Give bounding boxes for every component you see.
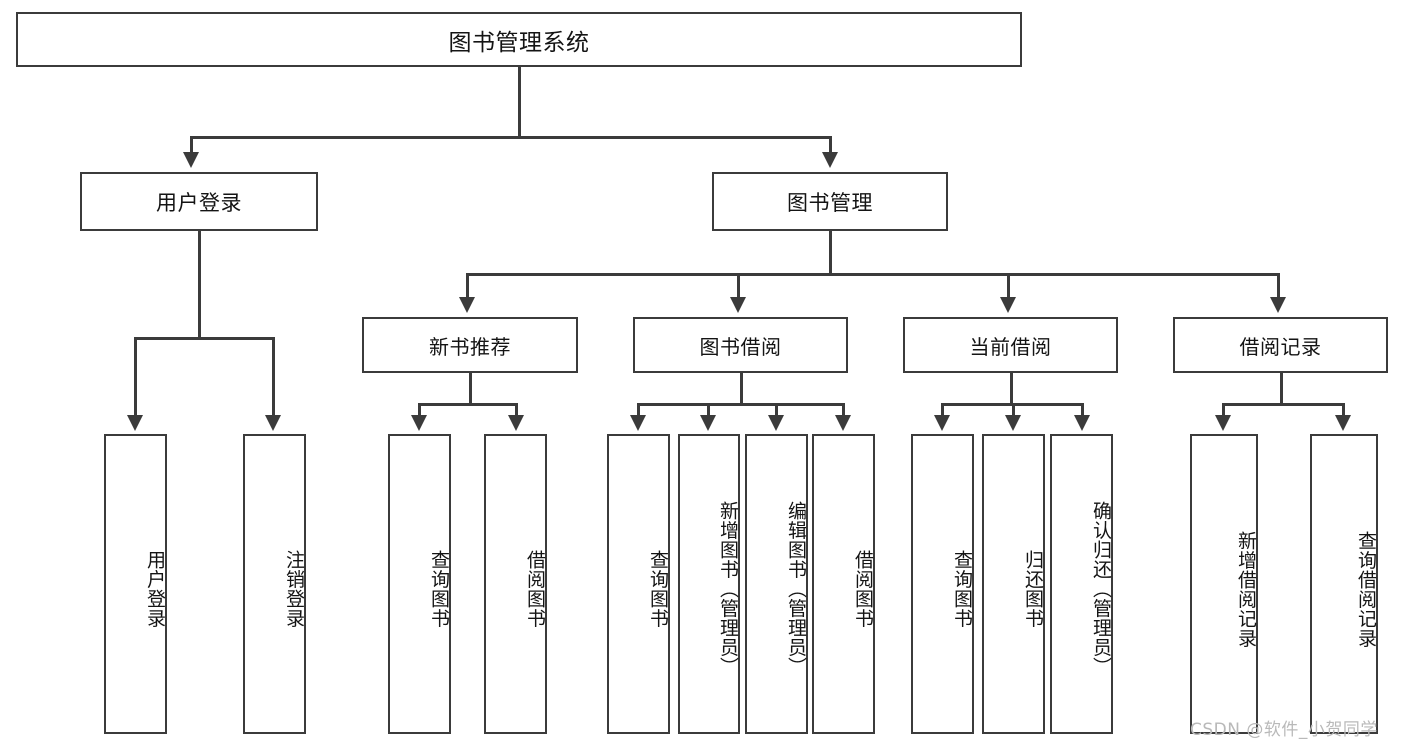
node-label: 编辑图书（管理员）	[785, 501, 807, 677]
node-borrow-record[interactable]: 借阅记录	[1173, 317, 1388, 373]
connector-book-borrow-drop-2	[707, 403, 710, 417]
node-book-borrow[interactable]: 图书借阅	[633, 317, 848, 373]
node-root-system[interactable]: 图书管理系统	[16, 12, 1022, 67]
arrow-root-to-book-mgmt	[822, 152, 838, 168]
connector-book-mgmt-drop-4	[1277, 273, 1280, 299]
leaf-query-book-recommend[interactable]: 查询图书	[388, 434, 451, 734]
connector-user-login-stem	[198, 231, 201, 337]
connector-current-borrow-stem	[1010, 373, 1013, 403]
arrow-to-leaf-add-book	[700, 415, 716, 431]
arrow-to-leaf-user-login	[127, 415, 143, 431]
arrow-to-leaf-query-book-c	[934, 415, 950, 431]
leaf-query-book-current[interactable]: 查询图书	[911, 434, 974, 734]
csdn-watermark: CSDN @软件_小贺同学	[1190, 720, 1378, 740]
arrow-to-leaf-logout-login	[265, 415, 281, 431]
connector-user-login-drop-2	[272, 337, 275, 417]
connector-book-borrow-drop-1	[637, 403, 640, 417]
node-label: 图书管理系统	[448, 29, 590, 56]
arrow-to-borrow-record	[1270, 297, 1286, 313]
node-label: 归还图书	[1022, 550, 1044, 628]
connector-book-mgmt-drop-2	[737, 273, 740, 299]
connector-book-borrow-stem	[740, 373, 743, 403]
node-label: 查询图书	[428, 550, 450, 628]
connector-book-mgmt-drop-1	[466, 273, 469, 299]
node-current-borrow[interactable]: 当前借阅	[903, 317, 1118, 373]
connector-user-login-drop-1	[134, 337, 137, 417]
connector-borrow-record-stem	[1280, 373, 1283, 403]
connector-new-book-drop-2	[515, 403, 518, 417]
arrow-to-current-borrow	[1000, 297, 1016, 313]
leaf-user-login[interactable]: 用户登录	[104, 434, 167, 734]
connector-book-mgmt-bus	[466, 273, 1280, 276]
arrow-to-new-book-recommend	[459, 297, 475, 313]
node-label: 查询图书	[951, 550, 973, 628]
connector-new-book-stem	[469, 373, 472, 403]
leaf-add-book-admin[interactable]: 新增图书（管理员）	[678, 434, 740, 734]
connector-root-to-user-login	[190, 136, 193, 154]
node-label: 用户登录	[156, 190, 242, 215]
leaf-query-borrow-record[interactable]: 查询借阅记录	[1310, 434, 1378, 734]
connector-current-borrow-drop-1	[941, 403, 944, 417]
connector-current-borrow-drop-3	[1081, 403, 1084, 417]
connector-borrow-record-bus	[1222, 403, 1344, 406]
node-label: 图书借阅	[699, 334, 782, 359]
leaf-borrow-book-recommend[interactable]: 借阅图书	[484, 434, 547, 734]
arrow-to-leaf-return-book	[1005, 415, 1021, 431]
node-label: 注销登录	[283, 550, 305, 628]
node-label: 当前借阅	[969, 334, 1052, 359]
node-new-book-recommend[interactable]: 新书推荐	[362, 317, 578, 373]
node-label: 新书推荐	[429, 334, 511, 359]
node-label: 借阅图书	[524, 550, 546, 628]
connector-book-borrow-bus	[637, 403, 845, 406]
connector-book-borrow-drop-4	[842, 403, 845, 417]
connector-borrow-record-drop-1	[1222, 403, 1225, 417]
node-label: 用户登录	[144, 550, 166, 628]
node-label: 图书管理	[787, 190, 873, 215]
connector-user-login-bus	[134, 337, 275, 340]
connector-root-stem	[518, 67, 521, 136]
connector-new-book-bus	[418, 403, 518, 406]
connector-root-bus	[190, 136, 832, 139]
node-label: 借阅图书	[852, 550, 874, 628]
connector-book-borrow-drop-3	[775, 403, 778, 417]
node-book-management[interactable]: 图书管理	[712, 172, 948, 231]
arrow-root-to-user-login	[183, 152, 199, 168]
leaf-query-book-borrow[interactable]: 查询图书	[607, 434, 670, 734]
leaf-return-book[interactable]: 归还图书	[982, 434, 1045, 734]
arrow-to-leaf-query-book-a	[411, 415, 427, 431]
connector-book-mgmt-drop-3	[1007, 273, 1010, 299]
arrow-to-leaf-confirm-return	[1074, 415, 1090, 431]
arrow-to-leaf-edit-book	[768, 415, 784, 431]
node-label: 新增图书（管理员）	[717, 501, 739, 677]
arrow-to-leaf-query-borrow-record	[1335, 415, 1351, 431]
arrow-to-leaf-query-book-b	[630, 415, 646, 431]
leaf-logout-login[interactable]: 注销登录	[243, 434, 306, 734]
connector-new-book-drop-1	[418, 403, 421, 417]
arrow-to-leaf-borrow-book-b	[835, 415, 851, 431]
arrow-to-leaf-add-borrow-record	[1215, 415, 1231, 431]
connector-borrow-record-drop-2	[1342, 403, 1345, 417]
arrow-to-leaf-borrow-book-a	[508, 415, 524, 431]
node-label: 确认归还（管理员）	[1090, 501, 1112, 677]
leaf-add-borrow-record[interactable]: 新增借阅记录	[1190, 434, 1258, 734]
leaf-confirm-return-admin[interactable]: 确认归还（管理员）	[1050, 434, 1113, 734]
node-user-login[interactable]: 用户登录	[80, 172, 318, 231]
leaf-edit-book-admin[interactable]: 编辑图书（管理员）	[745, 434, 808, 734]
node-label: 查询图书	[647, 550, 669, 628]
leaf-borrow-book[interactable]: 借阅图书	[812, 434, 875, 734]
node-label: 查询借阅记录	[1355, 530, 1377, 648]
connector-current-borrow-drop-2	[1012, 403, 1015, 417]
arrow-to-book-borrow	[730, 297, 746, 313]
node-label: 新增借阅记录	[1235, 530, 1257, 648]
connector-book-mgmt-stem	[829, 231, 832, 273]
node-label: 借阅记录	[1239, 334, 1322, 359]
connector-root-to-book-mgmt	[829, 136, 832, 154]
